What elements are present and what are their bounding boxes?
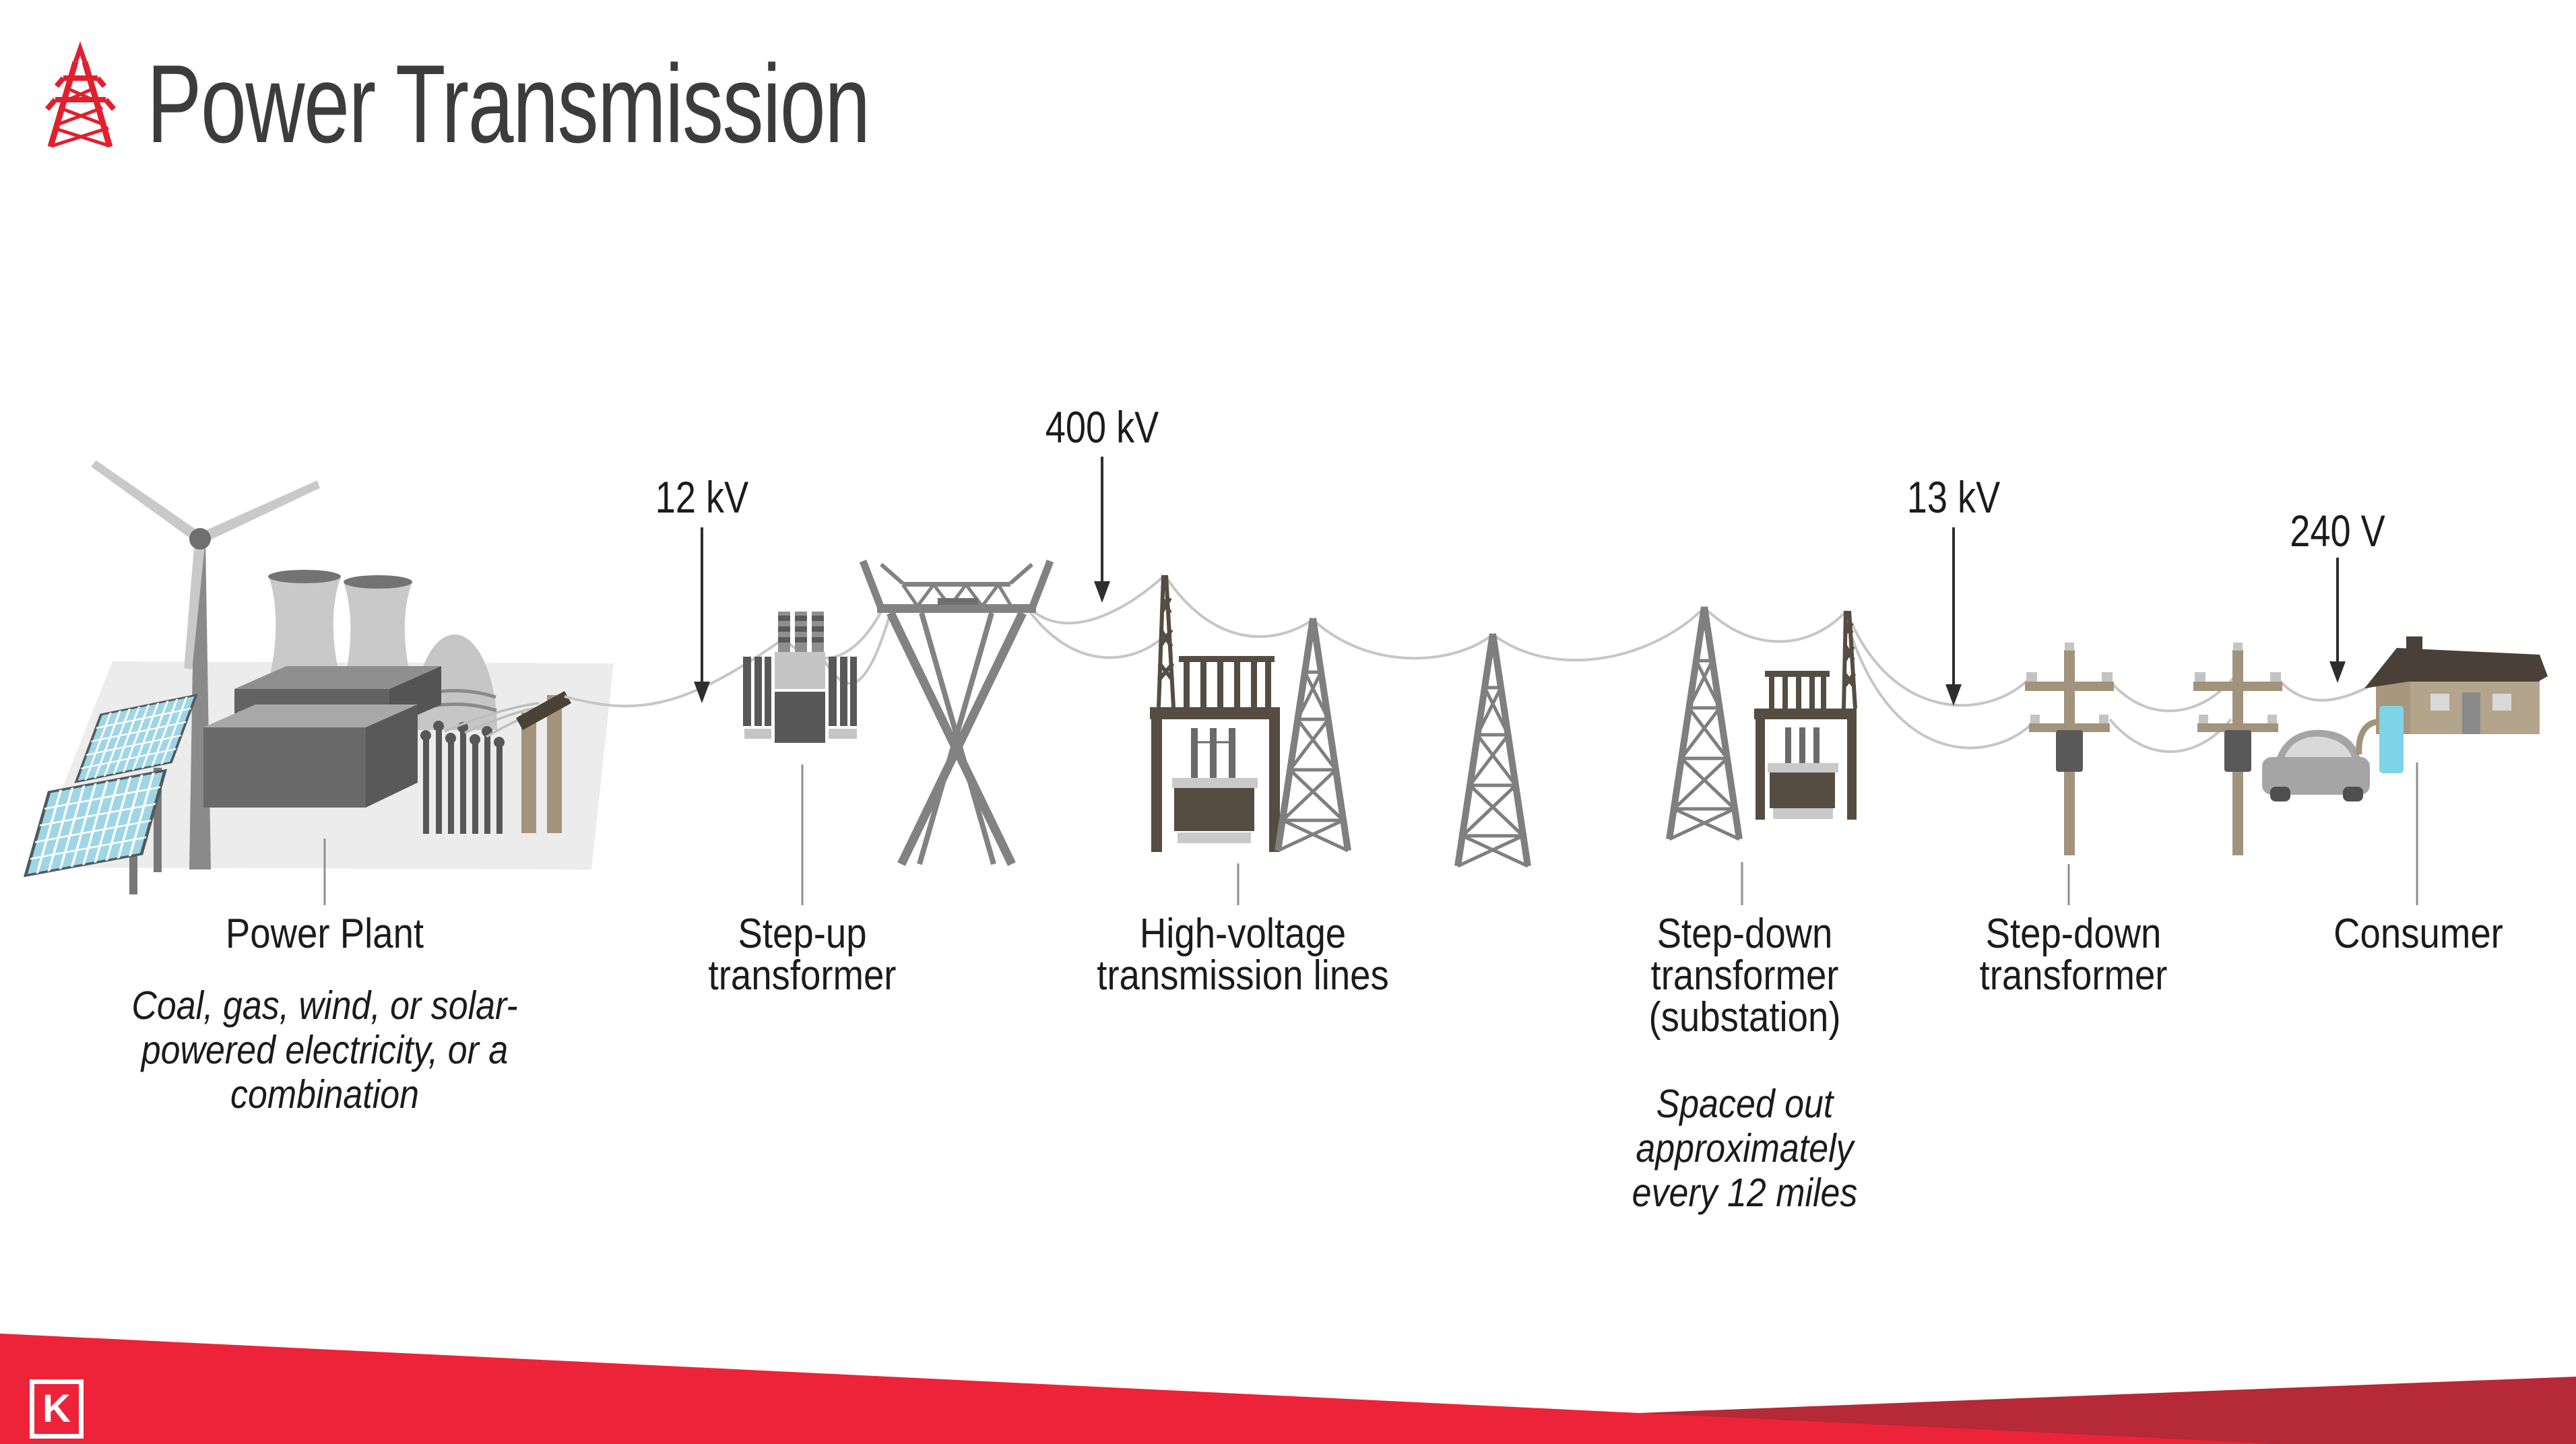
lattice-tower-icon	[1669, 607, 1739, 839]
voltage-label-13kv: 13 kV	[1906, 472, 2001, 522]
label-line: Consumer	[2333, 911, 2503, 957]
label-line: Power Plant	[225, 911, 424, 957]
note-step-down-substation: Spaced out approximately every 12 miles	[1632, 1082, 1858, 1215]
car-icon	[2262, 729, 2370, 801]
ev-charger-icon	[2379, 706, 2404, 773]
solar-panel-icon	[23, 768, 168, 894]
utility-pole-icon	[2193, 643, 2282, 855]
brand-logo: K	[30, 1379, 84, 1439]
note-power-plant: Coal, gas, wind, or solar- powered elect…	[131, 983, 517, 1117]
label-line: High-voltage	[1139, 911, 1347, 957]
note-line: combination	[230, 1072, 419, 1117]
plant-gantry-icon	[516, 691, 571, 833]
label-step-down-substation: Step-down transformer (substation)	[1648, 913, 1840, 1039]
label-line: Step-down	[1985, 911, 2162, 957]
label-line: Step-down	[1656, 911, 1833, 957]
voltage-label-240v: 240 V	[2290, 506, 2385, 556]
label-line: (substation)	[1648, 994, 1841, 1041]
note-line: approximately	[1636, 1126, 1854, 1171]
note-line: powered electricity, or a	[141, 1028, 509, 1072]
voltage-arrows	[694, 457, 2346, 706]
voltage-label-400kv: 400 kV	[1045, 402, 1159, 452]
cooling-towers-icon	[268, 570, 413, 687]
page-title: Power Transmission	[147, 42, 870, 166]
note-line: Coal, gas, wind, or solar-	[131, 983, 518, 1028]
label-line: transmission lines	[1097, 952, 1389, 999]
lattice-tower-icon	[1458, 634, 1528, 866]
stepdown-substation-icon	[1754, 610, 1857, 820]
stack-poles-icon	[420, 721, 505, 834]
banner-red-band	[0, 1334, 2278, 1444]
label-hv-transmission-lines: High-voltage transmission lines	[1097, 913, 1389, 997]
power-plant-illustration	[23, 460, 614, 894]
label-power-plant: Power Plant	[226, 913, 424, 955]
consumer-illustration	[2262, 636, 2548, 801]
hv-lattice-tower-icon	[859, 560, 1054, 866]
voltage-label-12kv: 12 kV	[655, 472, 749, 522]
label-line: transformer	[1650, 952, 1839, 999]
label-step-down-transformer: Step-down transformer	[1980, 913, 2168, 997]
utility-pole-icon	[2025, 643, 2114, 855]
plant-building-icon	[203, 666, 441, 808]
step-up-transformer-icon	[743, 612, 857, 743]
note-line: Spaced out	[1656, 1082, 1834, 1126]
leader-lines	[323, 762, 2418, 905]
label-line: Step-up	[738, 911, 867, 957]
transmission-tower-icon	[44, 41, 117, 148]
house-icon	[2364, 636, 2548, 734]
note-line: every 12 miles	[1632, 1171, 1858, 1215]
label-step-up-transformer: Step-up transformer	[709, 913, 897, 997]
hv-substation-icon	[1150, 575, 1280, 852]
label-line: transformer	[1979, 952, 2168, 999]
lattice-tower-icon	[1278, 618, 1348, 851]
label-consumer: Consumer	[2333, 913, 2503, 955]
label-line: transformer	[708, 952, 897, 999]
footer-banner	[0, 1334, 2576, 1444]
